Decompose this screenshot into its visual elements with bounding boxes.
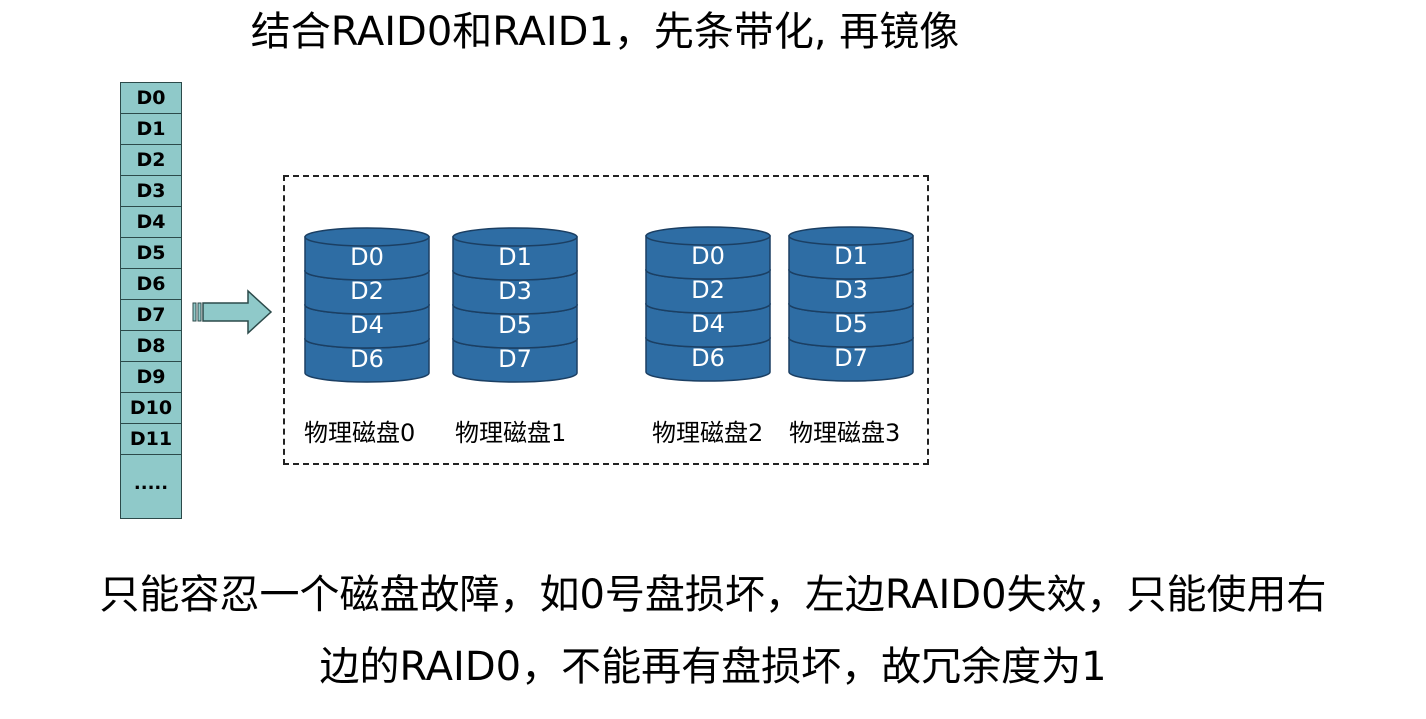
disk-segment — [645, 269, 771, 314]
disk-block-label: D3 — [834, 276, 868, 304]
disk-segment — [304, 236, 430, 281]
logical-block: D0 — [121, 83, 181, 114]
logical-block: D3 — [121, 176, 181, 207]
disk-segment — [788, 235, 914, 280]
disk-block-label: D4 — [691, 310, 725, 338]
disk-block-label: D0 — [691, 242, 725, 270]
disk-block-label: D7 — [834, 344, 868, 372]
disk-segment — [645, 337, 771, 382]
disk-block-label: D1 — [498, 243, 532, 271]
disk-segment-top — [645, 226, 771, 246]
logical-block-ellipsis: ..... — [133, 473, 169, 494]
disk-segment — [452, 304, 578, 349]
disk-segment — [304, 304, 430, 349]
logical-block: D10 — [121, 393, 181, 424]
disk-block-label: D6 — [350, 345, 384, 373]
disk-segment — [304, 338, 430, 383]
logical-block: D8 — [121, 331, 181, 362]
logical-block-list: D0 D1 D2 D3 D4 D5 D6 D7 D8 D9 D10 D11 ..… — [120, 82, 182, 519]
disk-block-label: D5 — [834, 310, 868, 338]
disk-segment — [788, 269, 914, 314]
logical-block: D9 — [121, 362, 181, 393]
disk-label-0: 物理磁盘0 — [304, 419, 416, 447]
logical-block: D11 — [121, 424, 181, 455]
disk-block-label: D6 — [691, 344, 725, 372]
logical-block: D5 — [121, 238, 181, 269]
disk-segment — [788, 303, 914, 348]
logical-block: D7 — [121, 300, 181, 331]
logical-block: D1 — [121, 114, 181, 145]
disk-block-label: D2 — [691, 276, 725, 304]
disk-block-label: D1 — [834, 242, 868, 270]
disk-segment-top — [452, 227, 578, 247]
disk-block-label: D3 — [498, 277, 532, 305]
logical-block: D4 — [121, 207, 181, 238]
disk-label-3: 物理磁盘3 — [789, 419, 901, 447]
explanation-line-1: 只能容忍一个磁盘故障，如0号盘损坏，左边RAID0失效，只能使用右 — [99, 572, 1327, 618]
disk-label-2: 物理磁盘2 — [652, 419, 764, 447]
right-arrow-icon — [192, 289, 273, 335]
disk-block-label: D0 — [350, 243, 384, 271]
disk-segment-top — [788, 226, 914, 246]
logical-block: D6 — [121, 269, 181, 300]
disk-block-label: D2 — [350, 277, 384, 305]
disk-segment — [645, 235, 771, 280]
disk-segment — [452, 338, 578, 383]
raid10-group-box — [283, 175, 929, 465]
disk-segment — [452, 270, 578, 315]
disk-block-label: D7 — [498, 345, 532, 373]
disk-segment — [788, 337, 914, 382]
disk-label-1: 物理磁盘1 — [455, 419, 567, 447]
disk-block-label: D4 — [350, 311, 384, 339]
explanation-line-2: 边的RAID0，不能再有盘损坏，故冗余度为1 — [319, 644, 1107, 690]
disk-segment — [452, 236, 578, 281]
diagram-title: 结合RAID0和RAID1，先条带化, 再镜像 — [250, 9, 960, 55]
logical-block: D2 — [121, 145, 181, 176]
disk-segment — [304, 270, 430, 315]
disk-segment — [645, 303, 771, 348]
disk-segment-top — [304, 227, 430, 247]
disk-block-label: D5 — [498, 311, 532, 339]
